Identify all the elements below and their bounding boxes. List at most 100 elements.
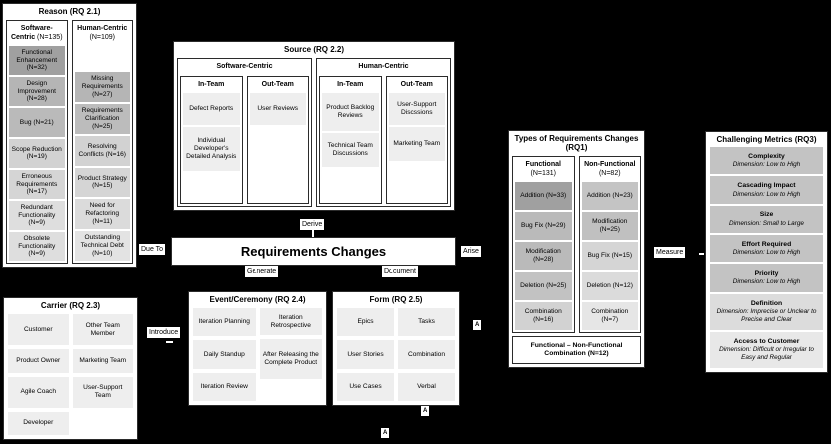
reason-item: Outstanding Technical Debt (N=10) [74,231,130,262]
column-header-name: Functional [525,161,561,169]
carrier-item: User-Support Team [72,376,133,408]
column-header-name: Software-Centric [10,25,53,41]
carrier-item: Customer [8,314,69,346]
metric-dimension: Dimension: Imprecise or Unclear to Preci… [716,308,817,323]
introduce-arrow-tick [166,341,173,343]
source-item: Technical Team Discussions [322,132,379,167]
event-item: Iteration Planning [193,308,256,337]
arise-label: Arise [461,246,481,257]
derive-label: Derive [300,219,325,230]
types-footer: Functional – Non-Functional Combination … [512,336,641,364]
reason-item: Bug (N=21) [9,107,65,137]
types-nonfunctional-column: Non-Functional (N=82) Addition (N=23) Mo… [578,156,641,333]
carrier-item: Other Team Member [72,314,133,346]
reason-software-column: Software-Centric (N=135) Functional Enha… [6,20,68,264]
type-item: Deletion (N=25) [515,272,572,301]
metric-name: Cascading Impact [737,182,796,190]
event-ceremony-title: Event/Ceremony (RQ 2.4) [209,295,306,304]
connector-a-marker: A [381,428,390,438]
form-grid: Epics Tasks User Stories Combination Use… [333,306,459,405]
metric-dimension: Dimension: Small to Large [729,219,804,227]
metric-item: Size Dimension: Small to Large [710,205,823,234]
column-header-name: Human-Centric [77,25,128,33]
inteam-header: In-Team [337,80,364,88]
source-software-inteam: In-Team Defect Reports Individual Develo… [180,75,243,204]
metric-item: Priority Dimension: Low to High [710,264,823,292]
source-human-inteam: In-Team Product Backlog Reviews Technica… [319,75,382,204]
connector-a-marker: A [421,406,430,416]
column-spacer [74,45,130,70]
types-title: Types of Requirements Changes (RQ1) [509,131,644,154]
form-item: Tasks [398,308,455,337]
source-software-outteam: Out-Team User Reviews [246,75,309,204]
measure-label: Measure [654,247,686,258]
form-item: Use Cases [337,372,394,401]
source-software-group: Software-Centric In-Team Defect Reports … [177,58,312,207]
source-human-outteam: Out-Team User-Support Discssions Marketi… [385,75,448,204]
source-item: Marketing Team [388,126,445,161]
type-item: Addition (N=33) [515,182,572,211]
types-functional-column: Functional (N=131) Addition (N=33) Bug F… [512,156,575,333]
document-arrow-tick [391,266,393,272]
event-item: Iteration Retrospective [259,308,322,336]
column-header-count: (N=82) [598,169,621,177]
types-nonfunctional-header: Non-Functional (N=82) [582,159,639,180]
outteam-header: Out-Team [400,80,433,88]
carrier-item: Agile Coach [8,376,69,408]
reason-item: Design Improvement (N=28) [9,76,65,106]
type-item: Modification (N=25) [581,212,638,241]
reason-item: Requirements Clarification (N=25) [74,103,130,134]
reason-title: Reason (RQ 2.1) [38,7,101,16]
source-item: User Reviews [249,92,306,125]
metric-item: Access to Customer Dimension: Difficult … [710,331,823,368]
types-columns: Functional (N=131) Addition (N=33) Bug F… [509,154,644,336]
reason-human-column: Human-Centric (N=109) Missing Requiremen… [71,20,133,264]
column-header-count: (N=109) [89,33,115,41]
metric-name: Effort Required [741,240,792,248]
metric-dimension: Dimension: Low to High [732,190,801,198]
column-header-name: Non-Functional [584,161,636,169]
reason-software-header: Software-Centric (N=135) [9,23,65,44]
type-item: Deletion (N=12) [581,272,638,301]
reason-item: Missing Requirements (N=27) [74,71,130,102]
type-item: Combination (N=16) [515,302,572,330]
form-box: Form (RQ 2.5) Epics Tasks User Stories C… [332,291,460,406]
reason-box: Reason (RQ 2.1) Software-Centric (N=135)… [2,3,137,268]
metrics-box: Challenging Metrics (RQ3) Complexity Dim… [705,131,828,373]
event-item: After Releasing the Complete Product [259,339,322,380]
source-title: Source (RQ 2.2) [283,45,344,54]
carrier-item: Product Owner [8,349,69,373]
type-item: Bug Fix (N=29) [515,212,572,241]
metric-item: Cascading Impact Dimension: Low to High [710,176,823,204]
types-title-line2: (RQ1) [565,143,588,153]
source-human-header: Human-Centric [358,63,409,71]
metric-name: Size [759,211,774,219]
inteam-header: In-Team [198,80,225,88]
reason-item: Redundant Functionality (N=9) [9,200,65,230]
measure-arrow-tick [699,253,704,255]
source-item: Individual Developer's Detailed Analysis [183,126,240,171]
metric-name: Access to Customer [733,337,800,345]
metrics-title: Challenging Metrics (RQ3) [716,135,817,144]
outteam-header: Out-Team [261,80,294,88]
metric-item: Effort Required Dimension: Low to High [710,235,823,263]
reason-item: Need for Refactoring (N=11) [74,199,130,230]
requirements-changes-title: Requirements Changes [240,244,387,259]
event-item: Iteration Review [193,372,256,401]
connector-a-marker: A [473,320,482,330]
source-item: User-Support Discssions [388,92,445,125]
reason-item: Obsolete Functionality (N=9) [9,231,65,261]
due-to-label: Due To [139,244,166,255]
generate-arrow-tick [255,266,257,272]
column-header-count: (N=131) [530,169,556,177]
metric-dimension: Dimension: Low to High [732,249,801,257]
source-human-group: Human-Centric In-Team Product Backlog Re… [316,58,451,207]
form-item: Verbal [398,372,455,401]
reason-columns: Software-Centric (N=135) Functional Enha… [3,18,136,267]
reason-item: Scope Reduction (N=19) [9,138,65,168]
column-header-count: (N=135) [37,33,63,41]
form-item: Epics [337,308,394,337]
reason-item: Functional Enhancement (N=32) [9,45,65,75]
metric-name: Complexity [748,152,785,160]
